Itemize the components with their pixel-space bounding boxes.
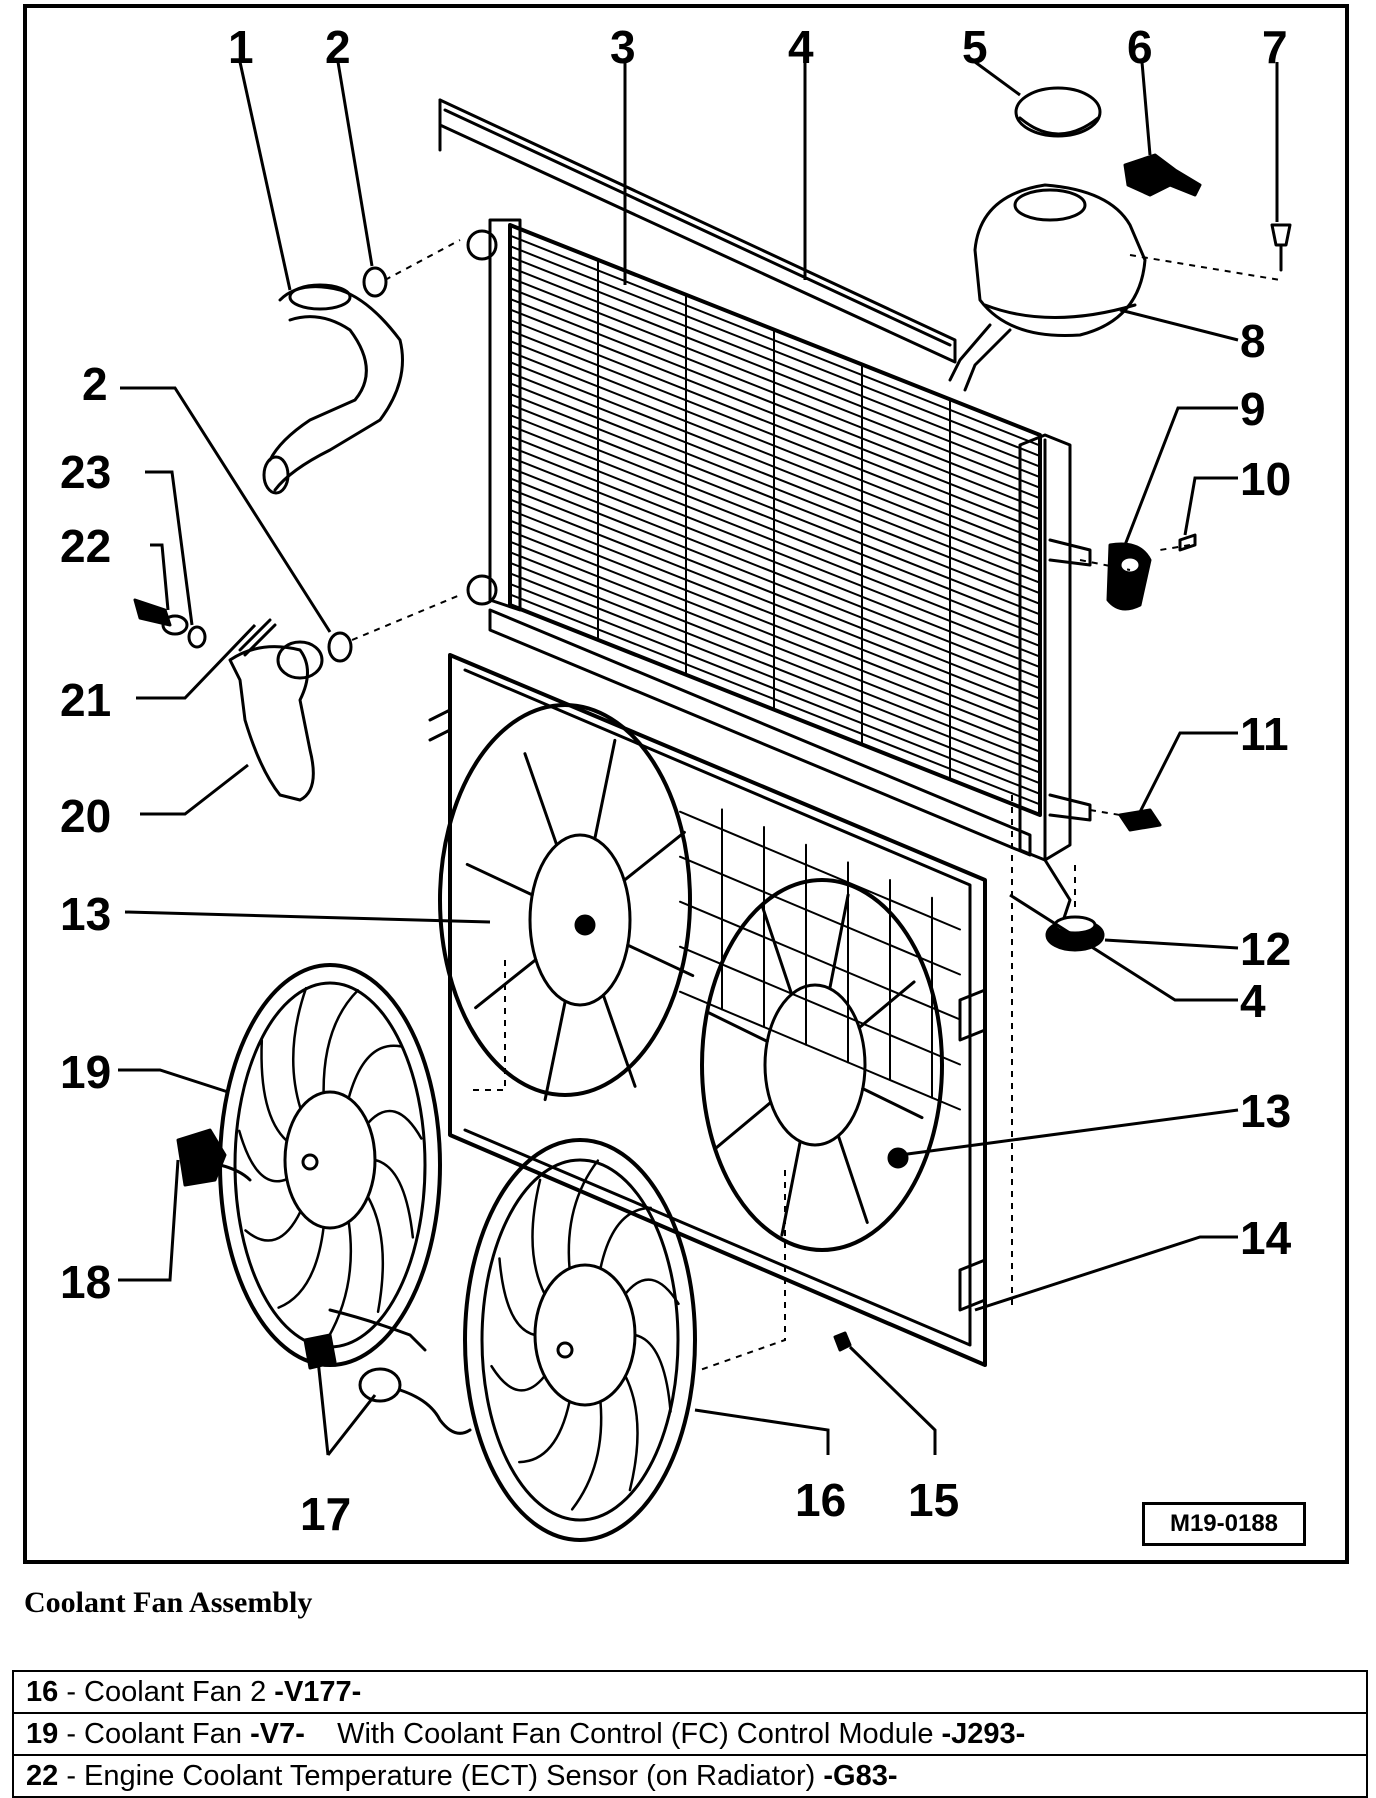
legend-separator: - [58, 1759, 85, 1792]
legend-row: 22 - Engine Coolant Temperature (ECT) Se… [12, 1754, 1368, 1798]
legend-part-name: Coolant Fan 2 [84, 1675, 275, 1708]
assembly-lines [351, 239, 1281, 1371]
legend-part-name: Engine Coolant Temperature (ECT) Sensor … [84, 1759, 824, 1792]
callout-2-lower: 2 [82, 358, 108, 410]
figure-caption: Coolant Fan Assembly [24, 1586, 313, 1619]
callout-13-lower: 13 [1240, 1085, 1291, 1137]
sensor-9 [1106, 542, 1152, 611]
lower-coolant-hose [228, 640, 324, 802]
radiator-side-tank [1018, 433, 1092, 932]
legend-number: 19 [26, 1717, 59, 1750]
callout-20: 20 [60, 790, 111, 842]
sensor-seal [187, 625, 207, 649]
callout-8: 8 [1240, 315, 1266, 367]
shroud-opening-upper [438, 703, 695, 1102]
callout-3: 3 [610, 21, 636, 73]
legend-row: 16 - Coolant Fan 2 -V177- [12, 1670, 1368, 1714]
callout-21: 21 [60, 674, 111, 726]
callout-6: 6 [1127, 21, 1153, 73]
legend-part-code: -V7- [250, 1717, 305, 1750]
callout-5: 5 [962, 21, 988, 73]
legend-part-note: With Coolant Fan Control (FC) Control Mo… [304, 1717, 942, 1750]
callout-19: 19 [60, 1046, 111, 1098]
coolant-fan-19 [218, 963, 442, 1367]
callout-12: 12 [1240, 923, 1291, 975]
callout-4-lower: 4 [1240, 975, 1266, 1027]
callout-numbers: 1 2 3 4 5 6 7 8 2 9 23 10 22 21 11 20 13… [60, 21, 1292, 1540]
upper-coolant-hose [262, 283, 404, 495]
leader-lines [118, 60, 1279, 1456]
ect-sensor [133, 598, 189, 636]
legend-number: 16 [26, 1675, 59, 1708]
callout-11: 11 [1240, 708, 1289, 760]
callout-10: 10 [1240, 453, 1291, 505]
rubber-bush-12 [1045, 915, 1105, 952]
callout-15: 15 [908, 1474, 959, 1526]
exploded-diagram: 1 2 3 4 5 6 7 8 2 9 23 10 22 21 11 20 13… [60, 21, 1292, 1542]
bolt-7 [1270, 223, 1292, 272]
fan-connector-18 [176, 1128, 252, 1187]
expansion-tank [948, 183, 1147, 392]
legend-part-code: -V177- [274, 1675, 362, 1708]
callout-1: 1 [228, 21, 254, 73]
callout-7: 7 [1262, 21, 1288, 73]
o-ring-lower [327, 631, 353, 663]
parts-legend-table: 16 - Coolant Fan 2 -V177- 19 - Coolant F… [12, 1670, 1368, 1798]
callout-9: 9 [1240, 383, 1266, 435]
legend-cell: 22 - Engine Coolant Temperature (ECT) Se… [12, 1754, 1368, 1798]
legend-part-code: -G83- [823, 1759, 898, 1792]
legend-cell: 19 - Coolant Fan -V7- With Coolant Fan C… [12, 1712, 1368, 1756]
callout-18: 18 [60, 1256, 111, 1308]
callout-13-upper: 13 [60, 888, 111, 940]
callout-23: 23 [60, 446, 111, 498]
legend-row: 19 - Coolant Fan -V7- With Coolant Fan C… [12, 1712, 1368, 1756]
bolt-15 [833, 1331, 852, 1352]
hose-clip [238, 618, 277, 657]
callout-22: 22 [60, 520, 111, 572]
callout-2-upper: 2 [325, 21, 351, 73]
o-ring-upper [362, 266, 388, 298]
legend-cell: 16 - Coolant Fan 2 -V177- [12, 1670, 1368, 1714]
radiator [466, 218, 1042, 857]
legend-part-code-2: -J293- [941, 1717, 1026, 1750]
upper-air-guide [438, 98, 957, 364]
connectors-17 [303, 1308, 472, 1435]
level-sensor [1123, 153, 1202, 197]
legend-separator: - [58, 1675, 85, 1708]
bolt-10 [1178, 533, 1197, 552]
shroud-opening-lower [700, 878, 944, 1252]
diagram-frame [23, 4, 1349, 1564]
callout-17: 17 [300, 1488, 351, 1540]
reservoir-cap [1014, 86, 1102, 138]
figure-id: M19-0188 [1142, 1502, 1306, 1546]
legend-separator: - [58, 1717, 85, 1750]
callout-14: 14 [1240, 1212, 1292, 1264]
legend-number: 22 [26, 1759, 59, 1792]
coolant-fan-16 [463, 1138, 697, 1542]
bracket-11 [1118, 808, 1162, 832]
callout-16: 16 [795, 1474, 846, 1526]
callout-4-upper: 4 [788, 21, 814, 73]
legend-part-name: Coolant Fan [84, 1717, 251, 1750]
